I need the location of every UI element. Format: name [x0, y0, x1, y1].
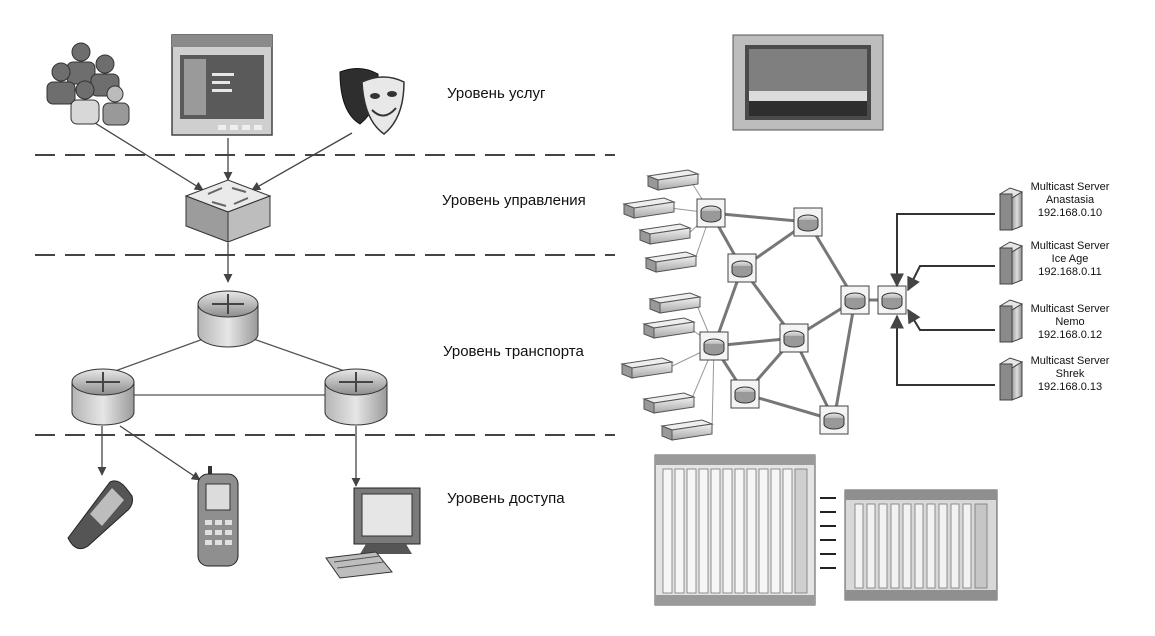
mesh-router-7 [699, 331, 729, 361]
media-player-window-icon [171, 34, 273, 136]
switch-icon [184, 179, 272, 243]
mesh-router-4 [840, 285, 870, 315]
mesh-router-2 [793, 207, 823, 237]
server-title: Multicast Server [1030, 181, 1110, 193]
access-arrows [97, 425, 361, 487]
rack-link-lines [820, 497, 836, 569]
mesh-router-6 [779, 323, 809, 353]
server-tower-2 [998, 241, 1024, 285]
server-title: Multicast Server [1030, 303, 1110, 315]
access-rack-right [844, 489, 998, 601]
server-name: Ice Age [1051, 253, 1089, 265]
level-label-services: Уровень услуг [447, 85, 546, 102]
desktop-computer-icon [325, 487, 421, 579]
mesh-router-8 [730, 379, 760, 409]
edge-router-left-icon [71, 368, 135, 426]
server-ip: 192.168.0.13 [1037, 381, 1103, 393]
level-separators [35, 154, 615, 436]
server-ip: 192.168.0.12 [1037, 329, 1103, 341]
mesh-router-3 [727, 253, 757, 283]
mesh-router-9 [819, 405, 849, 435]
server-title: Multicast Server [1030, 240, 1110, 252]
server-label-nemo: Multicast Server Nemo 192.168.0.12 [1015, 303, 1125, 342]
mobile-phone-icon [67, 480, 133, 550]
edge-router-right-icon [324, 368, 388, 426]
server-name: Nemo [1055, 316, 1085, 328]
level-label-transport: Уровень транспорта [443, 343, 584, 360]
server-label-anastasia: Multicast Server Anastasia 192.168.0.10 [1015, 181, 1125, 220]
cell-phone-icon [197, 466, 239, 567]
server-ip: 192.168.0.11 [1038, 266, 1102, 278]
server-tower-3 [998, 299, 1024, 343]
theatre-masks-icon [339, 68, 405, 135]
mesh-router-5 [877, 285, 907, 315]
server-towers [998, 187, 1024, 401]
server-ip: 192.168.0.10 [1037, 207, 1103, 219]
server-label-ice-age: Multicast Server Ice Age 192.168.0.11 [1015, 240, 1125, 279]
mesh-routers [696, 198, 907, 435]
tv-screen-icon [732, 34, 884, 131]
core-router-icon [197, 290, 259, 348]
server-tower-4 [998, 357, 1024, 401]
server-title: Multicast Server [1030, 355, 1110, 367]
users-group-icon [46, 42, 130, 126]
server-tower-1 [998, 187, 1024, 231]
server-name: Anastasia [1045, 194, 1095, 206]
mesh-router-1 [696, 198, 726, 228]
level-label-access: Уровень доступа [447, 490, 565, 507]
access-rack-left [654, 454, 816, 606]
level-label-control: Уровень управления [442, 192, 586, 209]
server-feed-arrows [890, 213, 995, 386]
server-label-shrek: Multicast Server Shrek 192.168.0.13 [1015, 355, 1125, 394]
server-name: Shrek [1055, 368, 1085, 380]
host-devices [620, 169, 714, 441]
service-arrows [94, 122, 353, 191]
